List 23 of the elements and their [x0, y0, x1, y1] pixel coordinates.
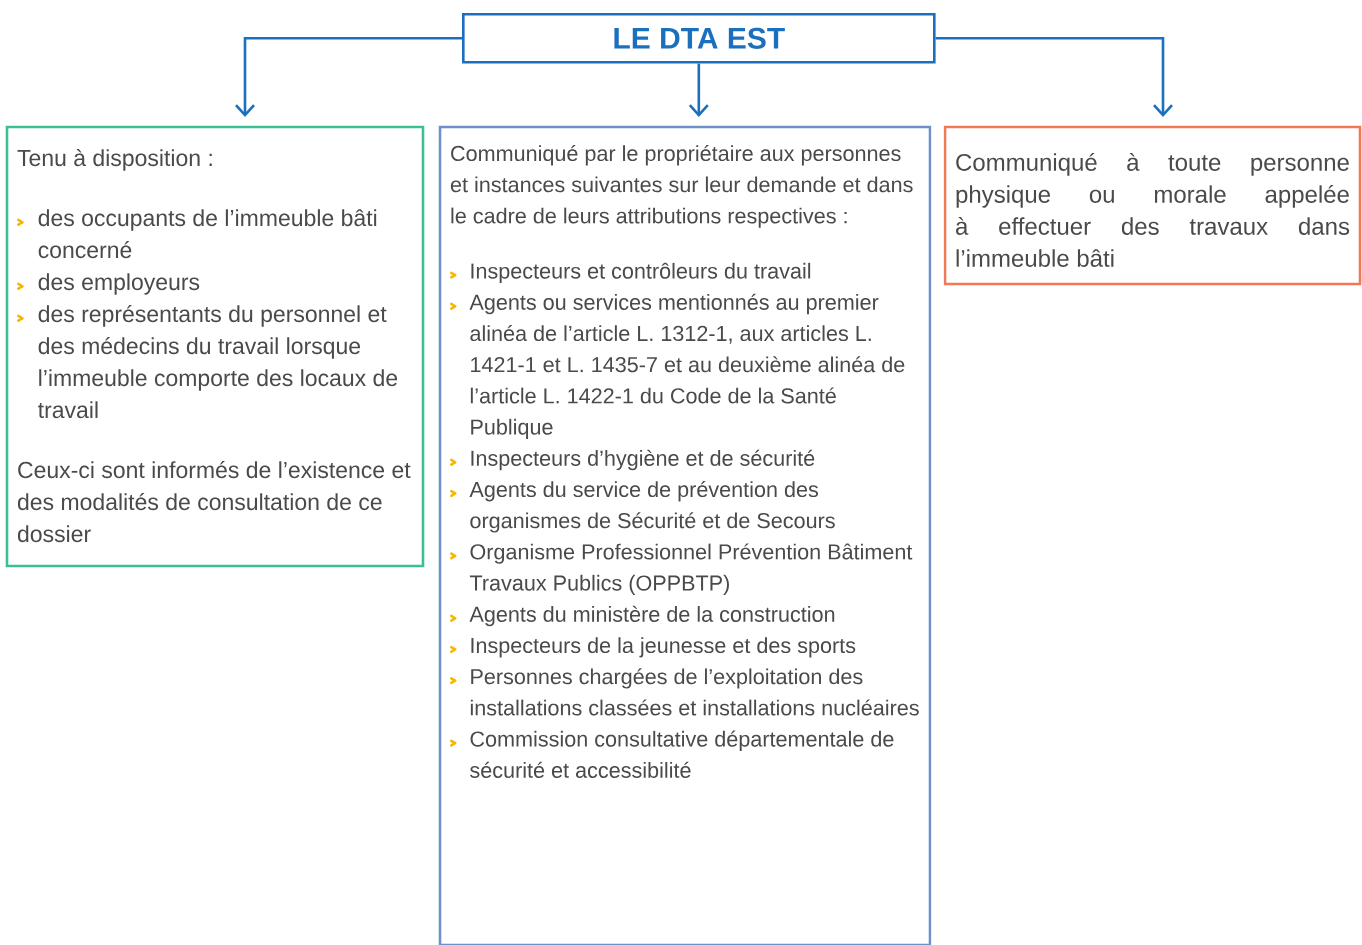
intro-text: Communiqué par le propriétaire aux personnes et instances suivantes sur leur demande et dans le cadre de leurs attributions respectives :	[450, 145, 913, 228]
arrow	[235, 37, 462, 117]
text-box	[438, 125, 932, 945]
list-item: Inspecteurs de la jeunesse et des sports	[471, 637, 856, 658]
text-box	[943, 125, 1362, 286]
list-item: Commission consultative départementale de sécurité et accessibilité	[470, 730, 894, 778]
list-item: Agents du service de prévention des organismes de Sécurité et de Secours	[469, 481, 835, 533]
list-item: Inspecteurs d’hygiène et de sécurité	[471, 449, 815, 471]
intro-text: Communiqué à toute personne physique ou morale appelée à effectuer des travaux dans l’immeuble bâti	[956, 153, 1350, 267]
heading-text: LE DTA EST	[614, 27, 785, 49]
list-item: Personnes chargées de l’exploitation des installations classées et installations nucléaires	[470, 668, 919, 716]
title-box	[462, 13, 936, 64]
note-text: Ceux-ci sont informés de l’existence et des modalités de consultation de ce dossier	[17, 461, 411, 543]
text-box	[5, 125, 425, 568]
list-item: des représentants du personnel et des médecins du travail lorsque l’immeuble comporte des locaux de travail	[38, 305, 398, 419]
arrow	[935, 37, 1173, 117]
list-item: des employeurs	[38, 273, 200, 295]
intro-text: Tenu à disposition :	[17, 149, 212, 171]
list-item: Agents ou services mentionnés au premier alinéa de l’article L. 1312-1, aux articles L. 1421-1 et L. 1435-7 et au deuxième alinéa de l’article L. 1422-1 du Code de la Santé Publique	[469, 293, 905, 439]
list-item: Organisme Professionnel Prévention Bâtiment Travaux Publics (OPPBTP)	[469, 543, 913, 595]
list-item: Inspecteurs et contrôleurs du travail	[471, 262, 811, 283]
arrow	[688, 63, 709, 117]
list-item: Agents du ministère de la construction	[469, 605, 835, 627]
